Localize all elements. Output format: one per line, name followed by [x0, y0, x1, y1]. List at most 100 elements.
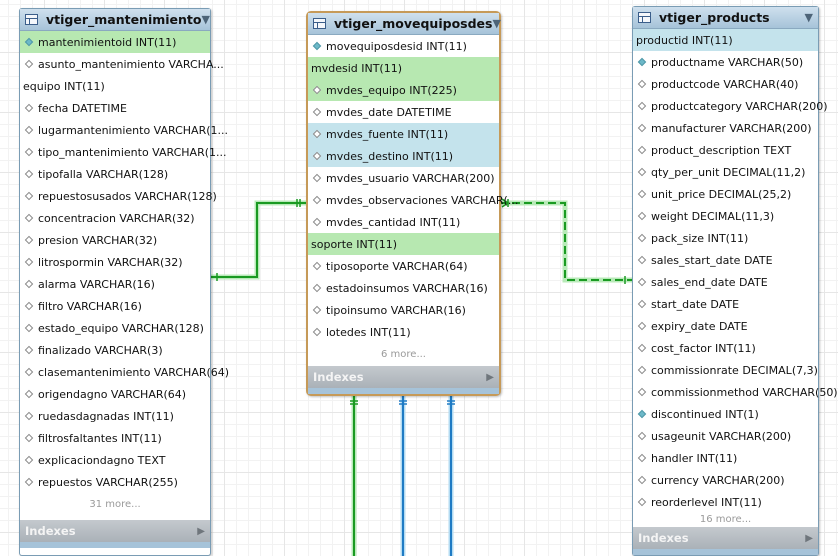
table-column-row[interactable]: cost_factor INT(11): [633, 337, 818, 359]
table-card-vtiger-products[interactable]: vtiger_products ▼ productid INT(11) produ…: [632, 6, 838, 556]
chevron-right-icon[interactable]: ▶: [805, 532, 813, 544]
diamond-column-icon: [24, 279, 34, 289]
table-column-row[interactable]: concentracion VARCHAR(32): [20, 207, 210, 229]
table-column-row[interactable]: mvdes_usuario VARCHAR(200): [308, 167, 499, 189]
column-label: finalizado VARCHAR(3): [38, 343, 163, 357]
table-column-row[interactable]: filtro VARCHAR(16): [20, 295, 210, 317]
table-column-row[interactable]: estadoinsumos VARCHAR(16): [308, 277, 499, 299]
table-column-row[interactable]: tipoinsumo VARCHAR(16): [308, 299, 499, 321]
table-column-row[interactable]: mvdes_date DATETIME: [308, 101, 499, 123]
table-column-row[interactable]: commissionrate DECIMAL(7,3): [633, 359, 818, 381]
table-column-row[interactable]: movequiposdesid INT(11): [308, 35, 499, 57]
relationship-mantenimiento-movequiposdes[interactable]: [210, 199, 307, 281]
table-column-row[interactable]: origendagno VARCHAR(64): [20, 383, 210, 405]
table-column-row[interactable]: commissionmethod VARCHAR(50): [633, 381, 838, 403]
table-column-row[interactable]: productid INT(11): [633, 29, 818, 51]
table-column-row[interactable]: mvdes_equipo INT(225): [308, 79, 499, 101]
relationship-fuente-down[interactable]: [399, 396, 407, 556]
table-column-row[interactable]: weight DECIMAL(11,3): [633, 205, 818, 227]
diamond-column-icon: [637, 167, 647, 177]
table-column-row[interactable]: pack_size INT(11): [633, 227, 818, 249]
column-label: manufacturer VARCHAR(200): [651, 121, 812, 135]
table-column-row[interactable]: repuestos VARCHAR(255): [20, 471, 210, 493]
table-column-row[interactable]: sales_start_date DATE: [633, 249, 818, 271]
chevron-right-icon[interactable]: ▶: [197, 525, 205, 537]
table-column-row[interactable]: mvdes_destino INT(11): [308, 145, 499, 167]
table-column-row[interactable]: mantenimientoid INT(11): [20, 31, 210, 53]
table-column-row[interactable]: estado_equipo VARCHAR(128): [20, 317, 210, 339]
more-columns-link[interactable]: 31 more...: [89, 498, 141, 510]
column-label: mvdes_fuente INT(11): [326, 127, 449, 141]
table-column-row[interactable]: mvdes_observaciones VARCHAR(...: [308, 189, 518, 211]
indexes-section[interactable]: Indexes ▶: [308, 366, 499, 388]
table-column-row[interactable]: alarma VARCHAR(16): [20, 273, 210, 295]
table-column-row[interactable]: filtrosfaltantes INT(11): [20, 427, 210, 449]
column-label: mantenimientoid INT(11): [38, 35, 177, 49]
table-column-row[interactable]: tiposoporte VARCHAR(64): [308, 255, 499, 277]
indexes-section[interactable]: Indexes ▶: [633, 527, 818, 549]
diamond-column-icon: [312, 41, 322, 51]
table-column-row[interactable]: discontinued INT(1): [633, 403, 818, 425]
indexes-section[interactable]: Indexes ▶: [20, 520, 210, 542]
table-column-row[interactable]: currency VARCHAR(200): [633, 469, 818, 491]
column-label: weight DECIMAL(11,3): [651, 209, 775, 223]
column-label: productname VARCHAR(50): [651, 55, 804, 69]
column-label: concentracion VARCHAR(32): [38, 211, 195, 225]
table-column-row[interactable]: presion VARCHAR(32): [20, 229, 210, 251]
table-header[interactable]: vtiger_products ▼: [633, 7, 818, 29]
diamond-column-icon: [24, 433, 34, 443]
table-card-vtiger-movequiposdes[interactable]: vtiger_movequiposdes ▼ movequiposdesid I…: [306, 11, 518, 396]
table-column-row[interactable]: clasemantenimiento VARCHAR(64): [20, 361, 229, 383]
table-column-row[interactable]: fecha DATETIME: [20, 97, 210, 119]
table-header[interactable]: vtiger_mantenimiento ▼: [20, 9, 210, 31]
table-column-row[interactable]: tipofalla VARCHAR(128): [20, 163, 210, 185]
table-column-row[interactable]: start_date DATE: [633, 293, 818, 315]
table-column-row[interactable]: mvdes_fuente INT(11): [308, 123, 499, 145]
diamond-column-icon: [637, 453, 647, 463]
table-column-row[interactable]: expiry_date DATE: [633, 315, 818, 337]
table-column-row[interactable]: product_description TEXT: [633, 139, 818, 161]
relationship-destino-down[interactable]: [447, 396, 455, 556]
table-column-row[interactable]: manufacturer VARCHAR(200): [633, 117, 818, 139]
more-columns-link[interactable]: 16 more...: [699, 513, 752, 525]
table-header[interactable]: vtiger_movequiposdes ▼: [308, 13, 501, 35]
table-column-row[interactable]: ruedasdagnadas INT(11): [20, 405, 210, 427]
table-column-row[interactable]: handler INT(11): [633, 447, 818, 469]
table-column-row[interactable]: sales_end_date DATE: [633, 271, 818, 293]
table-column-row[interactable]: litrospormin VARCHAR(32): [20, 251, 210, 273]
table-column-row[interactable]: tipo_mantenimiento VARCHAR(1...: [20, 141, 227, 163]
table-column-row[interactable]: mvdesid INT(11): [308, 57, 499, 79]
table-column-row[interactable]: mvdes_cantidad INT(11): [308, 211, 499, 233]
table-column-row[interactable]: usageunit VARCHAR(200): [633, 425, 818, 447]
table-column-row[interactable]: asunto_mantenimiento VARCHA...: [20, 53, 224, 75]
table-column-row[interactable]: unit_price DECIMAL(25,2): [633, 183, 818, 205]
table-column-row[interactable]: explicaciondagno TEXT: [20, 449, 210, 471]
relationship-movequiposdes-products[interactable]: [500, 198, 633, 284]
table-column-row[interactable]: productname VARCHAR(50): [633, 51, 818, 73]
column-label: fecha DATETIME: [38, 101, 127, 115]
column-label: equipo INT(11): [23, 79, 105, 93]
diamond-column-icon: [24, 345, 34, 355]
table-column-row[interactable]: repuestosusados VARCHAR(128): [20, 185, 217, 207]
table-column-row[interactable]: productcategory VARCHAR(200): [633, 95, 828, 117]
diamond-column-icon: [637, 365, 647, 375]
diamond-column-icon: [24, 125, 34, 135]
table-column-row[interactable]: lotedes INT(11): [308, 321, 499, 343]
table-column-row[interactable]: qty_per_unit DECIMAL(11,2): [633, 161, 818, 183]
column-label: filtro VARCHAR(16): [38, 299, 142, 313]
chevron-down-icon[interactable]: ▼: [201, 13, 210, 26]
table-column-row[interactable]: lugarmantenimiento VARCHAR(1...: [20, 119, 228, 141]
chevron-down-icon[interactable]: ▼: [492, 17, 501, 30]
chevron-down-icon[interactable]: ▼: [804, 11, 813, 24]
table-column-row[interactable]: finalizado VARCHAR(3): [20, 339, 210, 361]
column-label: estado_equipo VARCHAR(128): [38, 321, 204, 335]
table-card-vtiger-mantenimiento[interactable]: vtiger_mantenimiento ▼ mantenimientoid I…: [19, 8, 229, 556]
more-columns-link[interactable]: 6 more...: [381, 348, 426, 360]
table-column-row[interactable]: soporte INT(11): [308, 233, 499, 255]
relationship-soporte-down[interactable]: [350, 396, 358, 556]
table-column-row[interactable]: equipo INT(11): [20, 75, 210, 97]
table-column-row[interactable]: productcode VARCHAR(40): [633, 73, 818, 95]
column-label: alarma VARCHAR(16): [38, 277, 155, 291]
table-column-row[interactable]: reorderlevel INT(11): [633, 491, 818, 513]
chevron-right-icon[interactable]: ▶: [486, 371, 494, 383]
